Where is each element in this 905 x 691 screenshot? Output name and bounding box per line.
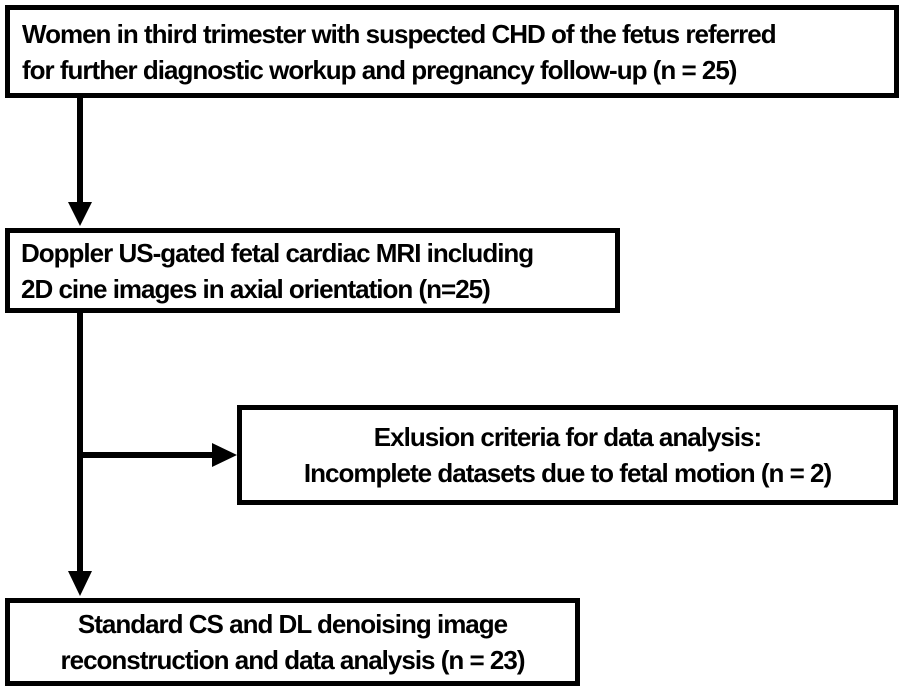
node-exclusion-line-2: Incomplete datasets due to fetal motion … [303, 458, 832, 488]
node-reconstruction-line-2: reconstruction and data analysis (n = 23… [60, 645, 526, 675]
flowchart-node-exclusion: Exlusion criteria for data analysis: Inc… [237, 405, 898, 505]
node-mri-line-1: Doppler US-gated fetal cardiac MRI inclu… [21, 237, 534, 268]
node-exclusion-line-1: Exlusion criteria for data analysis: [373, 422, 762, 452]
flowchart-node-reconstruction: Standard CS and DL denoising image recon… [5, 598, 580, 686]
node-referral-line-2: for further diagnostic workup and pregna… [22, 54, 737, 85]
node-reconstruction-line-1: Standard CS and DL denoising image [77, 609, 508, 639]
flowchart-node-referral: Women in third trimester with suspected … [5, 5, 899, 98]
flowchart-node-mri: Doppler US-gated fetal cardiac MRI inclu… [5, 228, 620, 313]
arrow-mri-to-reconstruction [68, 313, 92, 596]
arrow-branch-to-exclusion [78, 443, 237, 467]
arrow-referral-to-mri [68, 98, 92, 226]
node-referral-line-1: Women in third trimester with suspected … [22, 18, 777, 49]
node-mri-line-2: 2D cine images in axial orientation (n=2… [21, 273, 491, 304]
